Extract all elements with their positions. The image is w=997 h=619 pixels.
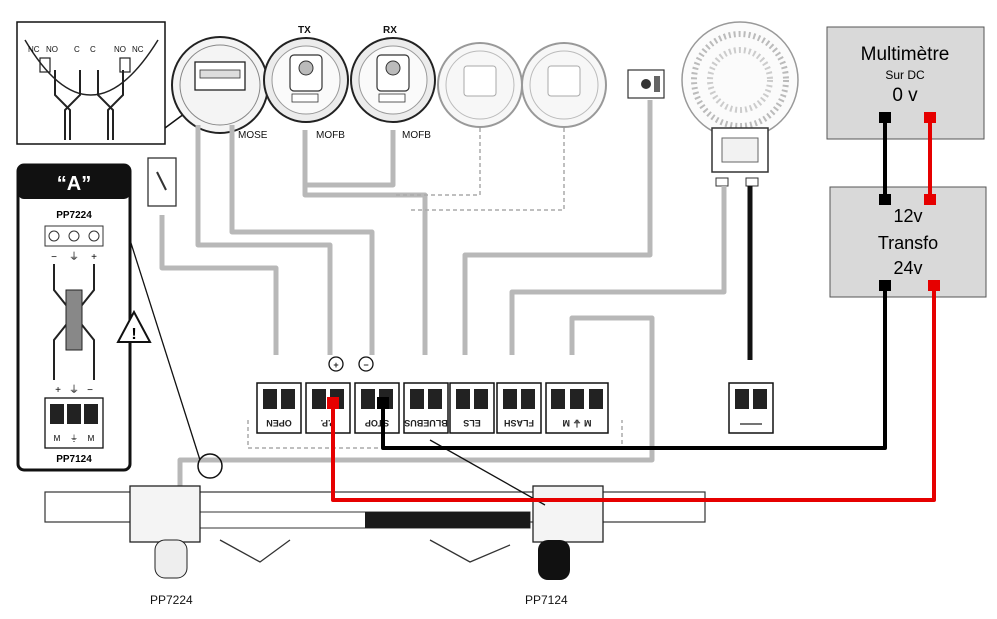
terminal-bluebus-label: BLUEBUS [404,418,448,428]
contact-nc-left: NC [28,45,40,54]
motor-left-label: PP7224 [150,593,193,607]
terminal-flash-label: FLASH [504,418,534,428]
contact-no-left: NO [46,45,58,54]
inset-top-term-0: − [51,252,57,263]
inset-bottom-label-0: M [54,434,61,443]
terminal-motor: M ⏚ M [545,382,609,434]
inset-top-term-1: ⏚ [69,251,79,263]
multimeter-title: Multimètre [861,44,950,65]
minus-marker [358,356,374,372]
terminal-open: OPEN [256,382,302,434]
transformer-line3: 24v [893,258,922,278]
key-selector [627,69,665,99]
mofb-tx-label: MOFB [316,130,345,141]
multimeter-box: Multimètre Sur DC 0 v [826,26,985,140]
inset-a: “A” PP7224 − ⏚ + + ⏚ − M ⏚ M PP7124 ! [16,163,223,479]
terminal-els: ELS [449,382,495,434]
motor-right-label: PP7124 [525,593,568,607]
multimeter-mode: Sur DC [885,68,925,82]
inset-top-model: PP7224 [56,210,92,221]
terminal-bluebus: BLUEBUS [403,382,449,434]
terminal-blocks: OPEN P.P. STOP BLUEBUS ELS FLASH [256,356,774,434]
terminal-pp: P.P. [305,382,351,434]
transformer-box: 12v Transfo 24v [829,186,987,298]
terminal-els-label: ELS [463,418,481,428]
dashed-cables [247,128,623,449]
inset-bottom-label-1: ⏚ [70,434,78,443]
photocell-grey-2 [521,42,607,128]
terminal-motor-label: M ⏚ M [563,418,592,428]
plus-marker-label: + [333,360,338,370]
svg-text:!: ! [131,326,136,343]
limit-switch [147,157,177,207]
inset-bottom-model: PP7124 [56,454,92,465]
multimeter-reading: 0 v [892,85,918,106]
mose-device: MOSE [171,36,269,141]
contact-no-right: NO [114,45,126,54]
terminal-open-label: OPEN [266,418,292,428]
grey-cables [159,100,727,520]
contact-c-left: C [74,45,80,54]
rx-label: RX [383,25,397,36]
contact-nc-right: NC [132,45,144,54]
warning-icon [116,309,152,343]
mofb-rx-label: MOFB [402,130,431,141]
inset-bottom-term-2: − [87,385,93,396]
tx-photocell: TX MOFB [263,25,349,141]
terminal-stop-label: STOP [365,418,389,428]
positive-wire-pp [331,285,936,502]
inset-bottom-term-0: + [55,385,61,396]
mose-label: MOSE [238,130,268,141]
flashing-lamp [681,21,799,187]
test-wires [327,112,940,502]
inset-title: “A” [57,173,91,195]
terminal-flash: FLASH [496,382,542,434]
terminal-flash-lamp [728,382,774,434]
transformer-line1: 12v [893,206,922,226]
gate-assembly: PP7224 PP7124 [44,439,706,607]
contact-schematic: NC NO C C NO NC [16,21,193,145]
plus-marker [328,356,344,372]
contact-c-right: C [90,45,96,54]
photocell-grey-1 [437,42,523,128]
terminal-pp-label: P.P. [321,418,336,428]
inset-top-term-2: + [91,252,97,263]
inset-bottom-term-1: ⏚ [69,384,79,396]
minus-marker-label: − [363,360,368,370]
inset-bottom-label-2: M [88,434,95,443]
rx-photocell: RX MOFB [350,25,436,141]
negative-wire-stop [381,285,887,450]
tx-label: TX [298,25,311,36]
transformer-line2: Transfo [878,233,938,253]
